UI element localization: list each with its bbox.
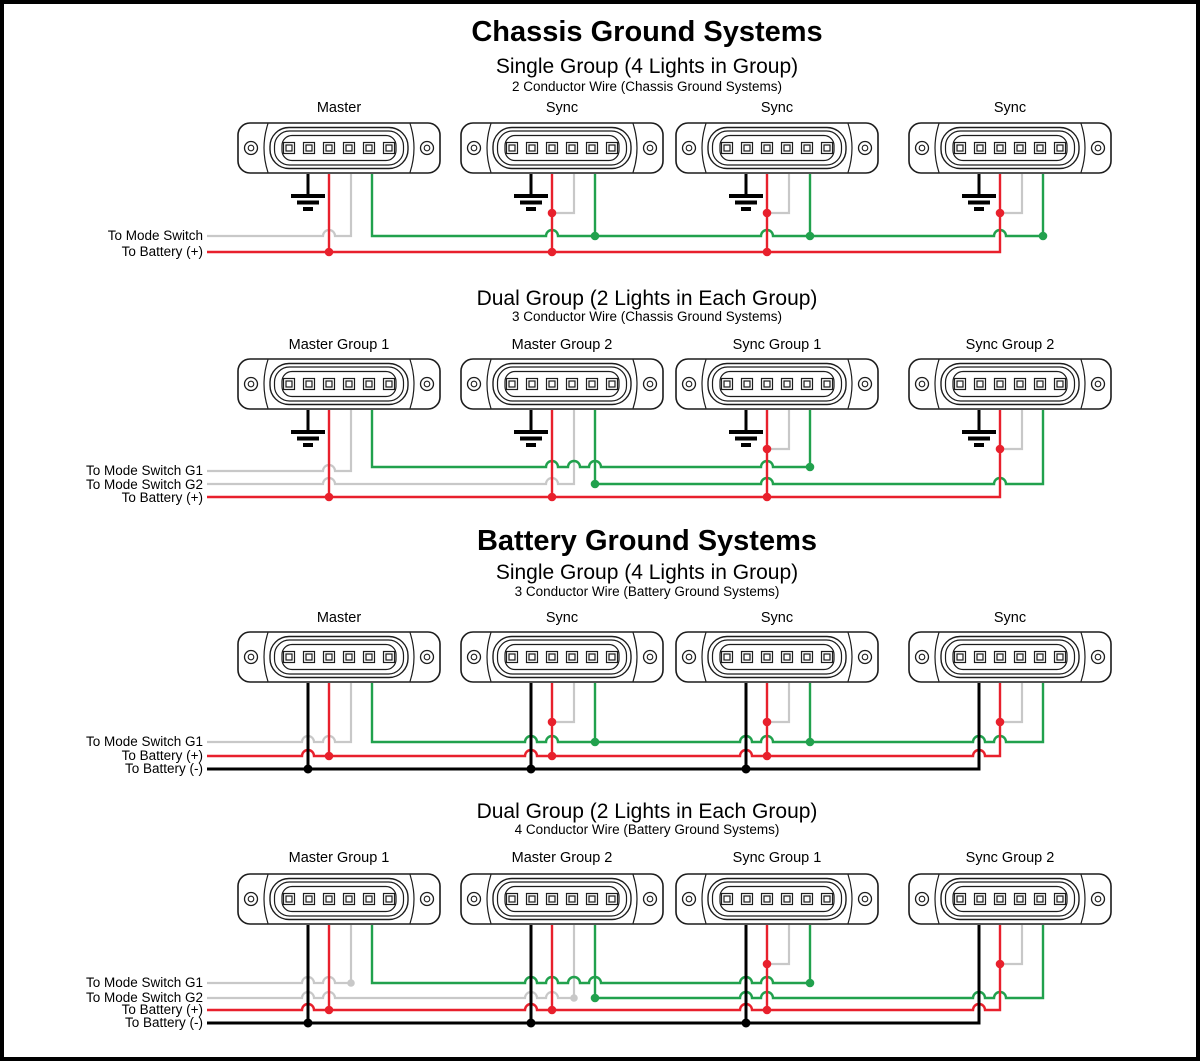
chassis-ground-symbol	[512, 430, 550, 447]
light-label: Sync	[994, 610, 1026, 626]
section-battery-dual: Dual Group (2 Lights in Each Group) 4 Co…	[86, 800, 1112, 1030]
section-chassis-dual: Dual Group (2 Lights in Each Group) 3 Co…	[86, 287, 1112, 505]
terminal-label-mode-switch-g1: To Mode Switch G1	[86, 734, 203, 749]
battery-positive-wire	[207, 683, 1002, 758]
light-unit	[460, 122, 664, 174]
sync-wires	[370, 410, 1045, 486]
light-label: Master	[317, 610, 361, 626]
terminal-label-battery-positive: To Battery (+)	[122, 1002, 203, 1017]
light-unit	[460, 358, 664, 410]
terminal-label-mode-switch-g1: To Mode Switch G1	[86, 463, 203, 478]
junction-dots	[303, 717, 1005, 774]
terminal-label-battery-positive: To Battery (+)	[122, 748, 203, 763]
light-unit	[675, 358, 879, 410]
junction-dots	[303, 959, 1005, 1028]
chassis-ground-wire	[306, 174, 981, 196]
sync-wire	[370, 174, 1045, 238]
terminal-label-mode-switch-g2: To Mode Switch G2	[86, 990, 203, 1005]
terminal-label-mode-switch-g1: To Mode Switch G1	[86, 975, 203, 990]
light-label: Master Group 1	[289, 337, 390, 353]
chassis-ground-symbol	[512, 194, 550, 211]
light-unit	[237, 358, 441, 410]
light-label: Sync Group 2	[966, 850, 1055, 866]
section-battery-single: Battery Ground Systems Single Group (4 L…	[86, 525, 1112, 776]
mode-switch-wire	[207, 683, 1024, 744]
section-chassis-single: Chassis Ground Systems Single Group (4 L…	[108, 16, 1112, 259]
mode-switch-wires	[207, 925, 1024, 1000]
junction-dots	[324, 208, 1048, 257]
battery-positive-wire	[207, 410, 1002, 499]
light-label: Sync	[546, 610, 578, 626]
junction-dots	[324, 444, 1005, 502]
section3-subtitle: Single Group (4 Lights in Group)	[496, 561, 798, 584]
light-label: Sync	[546, 100, 578, 116]
light-unit	[908, 358, 1112, 410]
light-unit	[460, 873, 664, 925]
battery-negative-wire	[207, 683, 981, 771]
section1-conductor-note: 2 Conductor Wire (Chassis Ground Systems…	[512, 79, 782, 94]
light-unit	[675, 631, 879, 683]
chassis-ground-wire	[306, 410, 981, 432]
sync-wires	[370, 925, 1045, 1000]
light-label: Master Group 1	[289, 850, 390, 866]
chassis-ground-symbol	[960, 194, 998, 211]
light-unit	[237, 631, 441, 683]
chassis-ground-symbol	[727, 430, 765, 447]
chassis-ground-symbol	[289, 194, 327, 211]
light-label: Sync	[761, 610, 793, 626]
terminal-label-battery-negative: To Battery (-)	[125, 1015, 203, 1030]
light-label: Sync	[994, 100, 1026, 116]
chassis-ground-symbol	[960, 430, 998, 447]
light-unit	[460, 631, 664, 683]
section3-conductor-note: 3 Conductor Wire (Battery Ground Systems…	[515, 584, 780, 599]
chassis-ground-symbol	[727, 194, 765, 211]
battery-positive-wire	[207, 174, 1002, 254]
section2-subtitle: Dual Group (2 Lights in Each Group)	[477, 287, 818, 310]
light-unit	[237, 122, 441, 174]
light-unit	[237, 873, 441, 925]
terminal-label-battery-negative: To Battery (-)	[125, 761, 203, 776]
section4-conductor-note: 4 Conductor Wire (Battery Ground Systems…	[515, 822, 780, 837]
terminal-label-battery-positive: To Battery (+)	[122, 490, 203, 505]
light-label: Sync Group 1	[733, 850, 822, 866]
terminal-label-battery-positive: To Battery (+)	[122, 244, 203, 259]
light-unit	[675, 873, 879, 925]
terminal-label-mode-switch-g2: To Mode Switch G2	[86, 477, 203, 492]
battery-negative-wire	[207, 925, 981, 1025]
light-unit	[675, 122, 879, 174]
section3-title: Battery Ground Systems	[477, 525, 817, 557]
light-label: Sync	[761, 100, 793, 116]
section2-conductor-note: 3 Conductor Wire (Chassis Ground Systems…	[512, 309, 782, 324]
sync-wire	[370, 683, 1045, 744]
light-label: Master	[317, 100, 361, 116]
chassis-ground-symbol	[289, 430, 327, 447]
light-label: Master Group 2	[512, 850, 613, 866]
terminal-label-mode-switch: To Mode Switch	[108, 228, 203, 243]
light-unit	[908, 631, 1112, 683]
light-label: Master Group 2	[512, 337, 613, 353]
section1-title: Chassis Ground Systems	[471, 16, 822, 48]
section1-subtitle: Single Group (4 Lights in Group)	[496, 55, 798, 78]
light-label: Sync Group 1	[733, 337, 822, 353]
light-unit	[908, 873, 1112, 925]
light-unit	[908, 122, 1112, 174]
battery-positive-wire	[207, 925, 1002, 1012]
section4-subtitle: Dual Group (2 Lights in Each Group)	[477, 800, 818, 823]
light-label: Sync Group 2	[966, 337, 1055, 353]
